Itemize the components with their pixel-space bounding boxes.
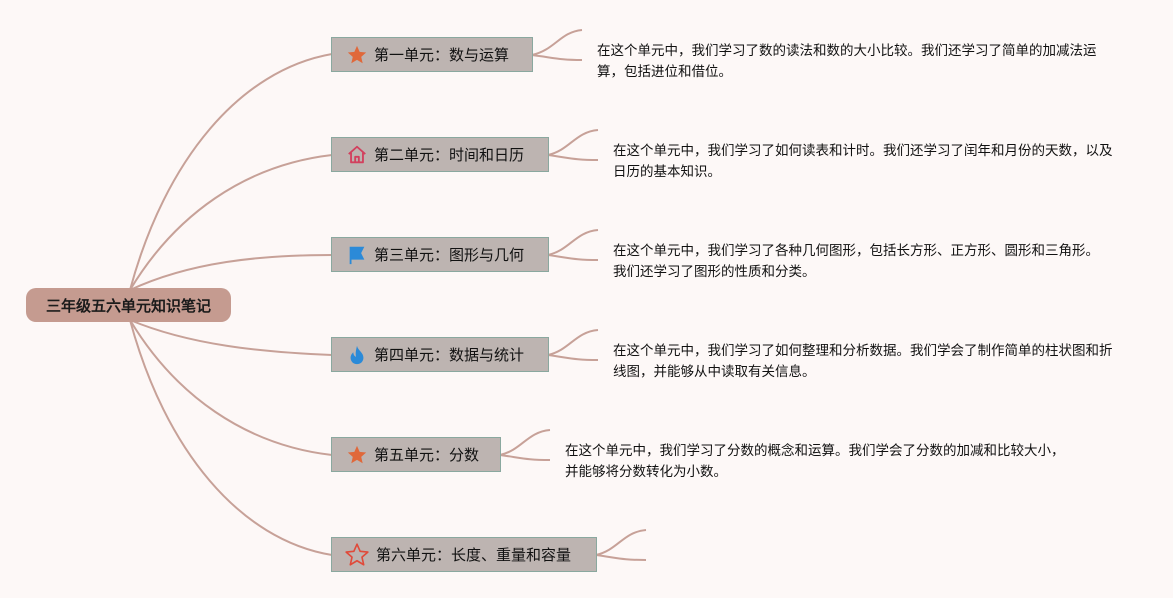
link-root-branch-2 — [129, 154, 333, 291]
link-branch-3-note — [547, 229, 599, 261]
note-unit-2: 在这个单元中，我们学习了如何读表和计时。我们还学习了闰年和月份的天数，以及日历的… — [613, 143, 1113, 180]
branch-label: 第一单元：数与运算 — [374, 46, 510, 64]
flame-icon — [346, 344, 368, 366]
link-root-branch-4 — [129, 319, 333, 356]
flag-icon — [346, 244, 368, 266]
star-icon — [346, 44, 368, 66]
link-root-branch-3 — [129, 254, 333, 291]
branch-label: 第六单元：长度、重量和容量 — [376, 546, 572, 564]
star-icon — [346, 444, 368, 466]
link-root-branch-6 — [129, 319, 333, 556]
link-branch-5-note — [499, 429, 551, 461]
link-branch-6-note — [595, 529, 647, 561]
link-branch-1-note — [531, 29, 583, 61]
branch-topic-unit-1[interactable]: 第一单元：数与运算 — [331, 37, 533, 72]
link-root-branch-5 — [129, 319, 333, 456]
branch-topic-unit-6[interactable]: 第六单元：长度、重量和容量 — [331, 537, 597, 572]
link-branch-2-note — [547, 129, 599, 161]
link-branch-4-note — [547, 329, 599, 361]
branch-label: 第四单元：数据与统计 — [374, 346, 525, 364]
branch-topic-unit-4[interactable]: 第四单元：数据与统计 — [331, 337, 549, 372]
branch-topic-unit-2[interactable]: 第二单元：时间和日历 — [331, 137, 549, 172]
branch-label: 第五单元：分数 — [374, 446, 480, 464]
note-unit-5: 在这个单元中，我们学习了分数的概念和运算。我们学会了分数的加减和比较大小，并能够… — [565, 443, 1065, 480]
branch-topic-unit-5[interactable]: 第五单元：分数 — [331, 437, 501, 472]
branch-label: 第二单元：时间和日历 — [374, 146, 525, 164]
note-unit-1: 在这个单元中，我们学习了数的读法和数的大小比较。我们还学习了简单的加减法运算，包… — [597, 43, 1097, 80]
note-unit-3: 在这个单元中，我们学习了各种几何图形，包括长方形、正方形、圆形和三角形。我们还学… — [613, 243, 1099, 280]
root-topic-label: 三年级五六单元知识笔记 — [45, 296, 211, 315]
branch-topic-unit-3[interactable]: 第三单元：图形与几何 — [331, 237, 549, 272]
branch-label: 第三单元：图形与几何 — [374, 246, 525, 264]
star-outline-icon — [344, 542, 370, 568]
root-topic[interactable]: 三年级五六单元知识笔记 — [26, 288, 231, 322]
link-root-branch-1 — [129, 53, 333, 291]
home-icon — [346, 144, 368, 166]
note-unit-4: 在这个单元中，我们学习了如何整理和分析数据。我们学会了制作简单的柱状图和折线图，… — [613, 343, 1113, 380]
